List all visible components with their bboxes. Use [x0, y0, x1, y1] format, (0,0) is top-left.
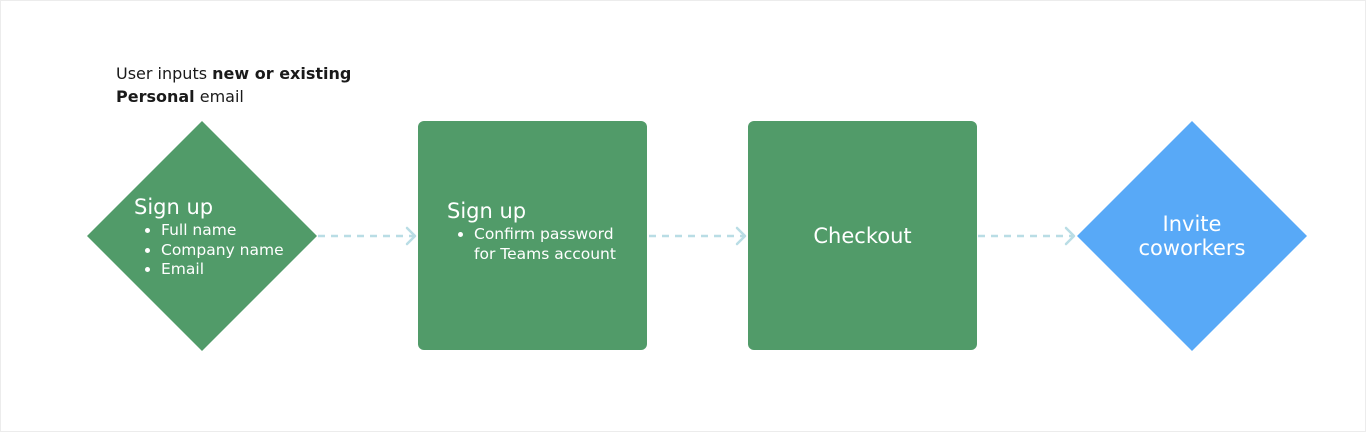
signup-confirm-box: Sign up Confirm password for Teams accou…: [447, 199, 632, 264]
connector-2: [649, 226, 747, 246]
node-title: Invite coworkers: [1138, 212, 1246, 260]
checkout-box: Checkout: [748, 224, 977, 248]
invite-diamond: Invite coworkers: [1122, 212, 1262, 260]
signup-confirm-box-shape: [418, 121, 647, 350]
checkout-box-shape: [748, 121, 977, 350]
signup-diamond-shape: [87, 121, 317, 351]
note-bold-text: new or existing Personal: [116, 64, 352, 106]
node-title: Sign up: [447, 199, 527, 223]
connector-1: [318, 226, 417, 246]
bullet-list: Confirm password for Teams account: [447, 225, 632, 264]
bullet-item: Email: [161, 260, 314, 280]
annotation-note: User inputs new or existing Personal ema…: [116, 62, 356, 108]
bullet-item: Company name: [161, 241, 314, 261]
node-title: Checkout: [813, 224, 912, 248]
bullet-item: Confirm password for Teams account: [474, 225, 632, 264]
note-suffix: email: [194, 87, 244, 106]
signup-diamond: Sign up Full name Company name Email: [134, 195, 314, 280]
bullet-list: Full name Company name Email: [134, 221, 314, 280]
note-prefix: User inputs: [116, 64, 213, 83]
connector-3: [978, 226, 1076, 246]
node-title: Sign up: [134, 195, 214, 219]
bullet-item: Full name: [161, 221, 314, 241]
invite-diamond-shape: [1077, 121, 1307, 351]
